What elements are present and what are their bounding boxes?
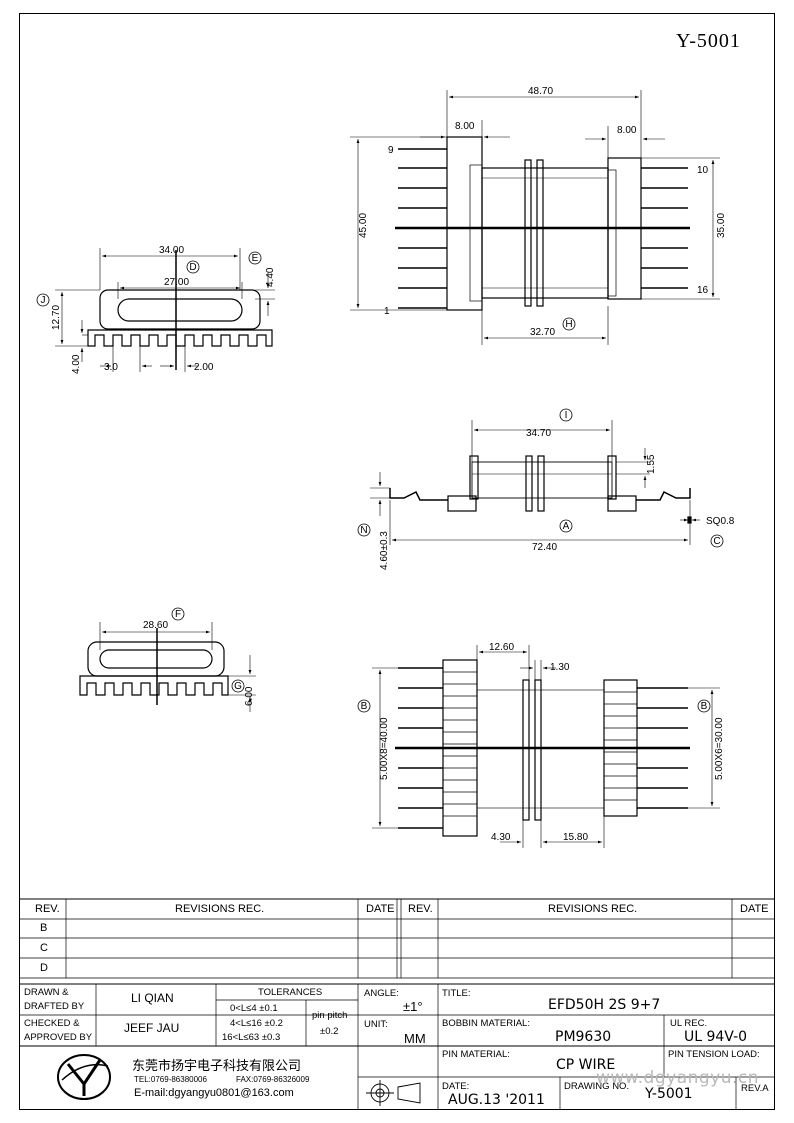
company-email: E-mail:dgyangyu0801@163.com	[134, 1087, 294, 1099]
date-value: AUG.13 '2011	[448, 1092, 545, 1108]
dim-32-70: 32.70	[530, 327, 555, 338]
rev-row-c: C	[40, 942, 48, 954]
revisions-header-right: REVISIONS REC.	[548, 903, 638, 915]
revisions-header-left: REVISIONS REC.	[175, 903, 265, 915]
bobbin-material-label: BOBBIN MATERIAL:	[442, 1018, 530, 1029]
title-block-lines	[20, 983, 774, 1109]
pin-pitch-label: pin pitch	[312, 1010, 348, 1021]
ref-b-left: B	[361, 701, 368, 712]
ref-b-right: B	[701, 701, 708, 712]
dim-8-00-right: 8.00	[617, 125, 637, 136]
dim-1-55: 1.55	[646, 454, 657, 474]
dim-28-60: 28.60	[143, 620, 168, 631]
rev-header-left: REV.	[35, 903, 60, 915]
dim-48-70: 48.70	[528, 86, 553, 97]
date-label: DATE:	[442, 1081, 470, 1092]
dim-12-60: 12.60	[489, 642, 514, 653]
dim-27-00: 27.00	[164, 277, 189, 288]
ref-g: G	[234, 681, 242, 692]
dim-72-40: 72.40	[532, 542, 557, 553]
tolerances-label: TOLERANCES	[258, 987, 323, 998]
company-name: 东莞市扬宇电子科技有限公司	[132, 1058, 302, 1073]
pin-pitch-value: ±0.2	[320, 1026, 339, 1037]
company-tel: TEL:0769-86380006	[134, 1075, 207, 1084]
ref-d: D	[189, 262, 196, 273]
rev-header-right: REV.	[408, 903, 433, 915]
pin-label-10: 10	[697, 165, 709, 176]
rev-row-d: D	[40, 962, 48, 974]
date-header-left: DATE	[366, 903, 395, 915]
projection-symbol	[366, 1080, 421, 1106]
ref-h: H	[565, 319, 572, 330]
drawn-label: DRAWN &	[24, 987, 69, 998]
unit-label: UNIT:	[364, 1019, 388, 1030]
ref-e: E	[252, 253, 259, 264]
unit-value: MM	[404, 1031, 426, 1046]
pin-material-value: CP WIRE	[556, 1057, 616, 1073]
dim-sq0-8: SQ0.8	[706, 516, 735, 527]
pin-tension-label: PIN TENSION LOAD:	[668, 1049, 760, 1060]
drafted-label: DRAFTED BY	[24, 1001, 85, 1012]
tolerance-1: 0<L≤4 ±0.1	[230, 1003, 278, 1014]
ref-a: A	[563, 521, 570, 532]
ul-value: UL 94V-0	[684, 1029, 748, 1045]
dim-2-00: 2.00	[194, 362, 214, 373]
dim-1-30: 1.30	[550, 662, 570, 673]
dim-34-00: 34.00	[159, 245, 184, 256]
ref-c: C	[713, 536, 720, 547]
top-view	[350, 90, 720, 345]
angle-value: ±1°	[403, 999, 423, 1014]
dim-4-00: 4.00	[71, 354, 82, 374]
dim-4-30: 4.30	[491, 832, 511, 843]
side-view	[370, 420, 700, 545]
checked-name: JEEF JAU	[124, 1021, 180, 1035]
drawing-number: Y-5001	[676, 30, 741, 52]
tolerance-3: 16<L≤63 ±0.3	[222, 1032, 281, 1043]
drawing-no-value: Y-5001	[645, 1086, 693, 1102]
title-label: TITLE:	[442, 988, 471, 999]
pin-label-9: 9	[388, 145, 394, 156]
ref-i: I	[565, 410, 568, 421]
ref-j: J	[41, 295, 46, 306]
tolerance-2: 4<L≤16 ±0.2	[230, 1018, 283, 1029]
approved-label: APPROVED BY	[24, 1032, 93, 1043]
rev-label: REV.A	[741, 1083, 769, 1094]
bottom-view	[372, 645, 720, 848]
dim-4-40: 4.40	[265, 267, 276, 287]
dim-3-0: 3.0	[104, 362, 118, 373]
rev-row-b: B	[40, 922, 48, 934]
title-value: EFD50H 2S 9+7	[548, 997, 661, 1013]
bottom-end-view	[79, 622, 256, 712]
pin-label-16: 16	[697, 285, 709, 296]
dim-35-00: 35.00	[716, 213, 727, 238]
dim-12-70: 12.70	[51, 305, 62, 330]
end-view	[55, 248, 275, 372]
dim-4-60: 4.60±0.3	[379, 531, 390, 570]
dim-15-80: 15.80	[563, 832, 588, 843]
watermark: www.dgyangyu.cn	[596, 1068, 760, 1088]
bobbin-material-value: PM9630	[555, 1029, 612, 1045]
pin-label-1: 1	[384, 306, 390, 317]
angle-label: ANGLE:	[364, 988, 399, 999]
revision-table	[20, 898, 774, 979]
ref-f: F	[175, 609, 181, 620]
drawing-sheet	[19, 13, 775, 1110]
ref-n: N	[360, 525, 367, 536]
dim-6-00: 6.00	[244, 686, 255, 706]
dim-5-00x6: 5.00X6=30.00	[714, 717, 725, 780]
pin-material-label: PIN MATERIAL:	[442, 1049, 510, 1060]
dim-34-70: 34.70	[526, 428, 551, 439]
dim-5-00x8: 5.00X8=40.00	[379, 717, 390, 780]
drawing-no-label: DRAWING NO.	[564, 1081, 630, 1092]
dim-45-00: 45.00	[358, 213, 369, 238]
company-fax: FAX:0769-86326009	[236, 1075, 310, 1084]
ul-label: UL REC.	[670, 1018, 708, 1029]
dim-8-00-left: 8.00	[455, 121, 475, 132]
date-header-right: DATE	[740, 903, 769, 915]
company-logo	[57, 1054, 111, 1100]
drawn-name: LI QIAN	[131, 991, 174, 1005]
checked-label: CHECKED &	[24, 1018, 80, 1029]
